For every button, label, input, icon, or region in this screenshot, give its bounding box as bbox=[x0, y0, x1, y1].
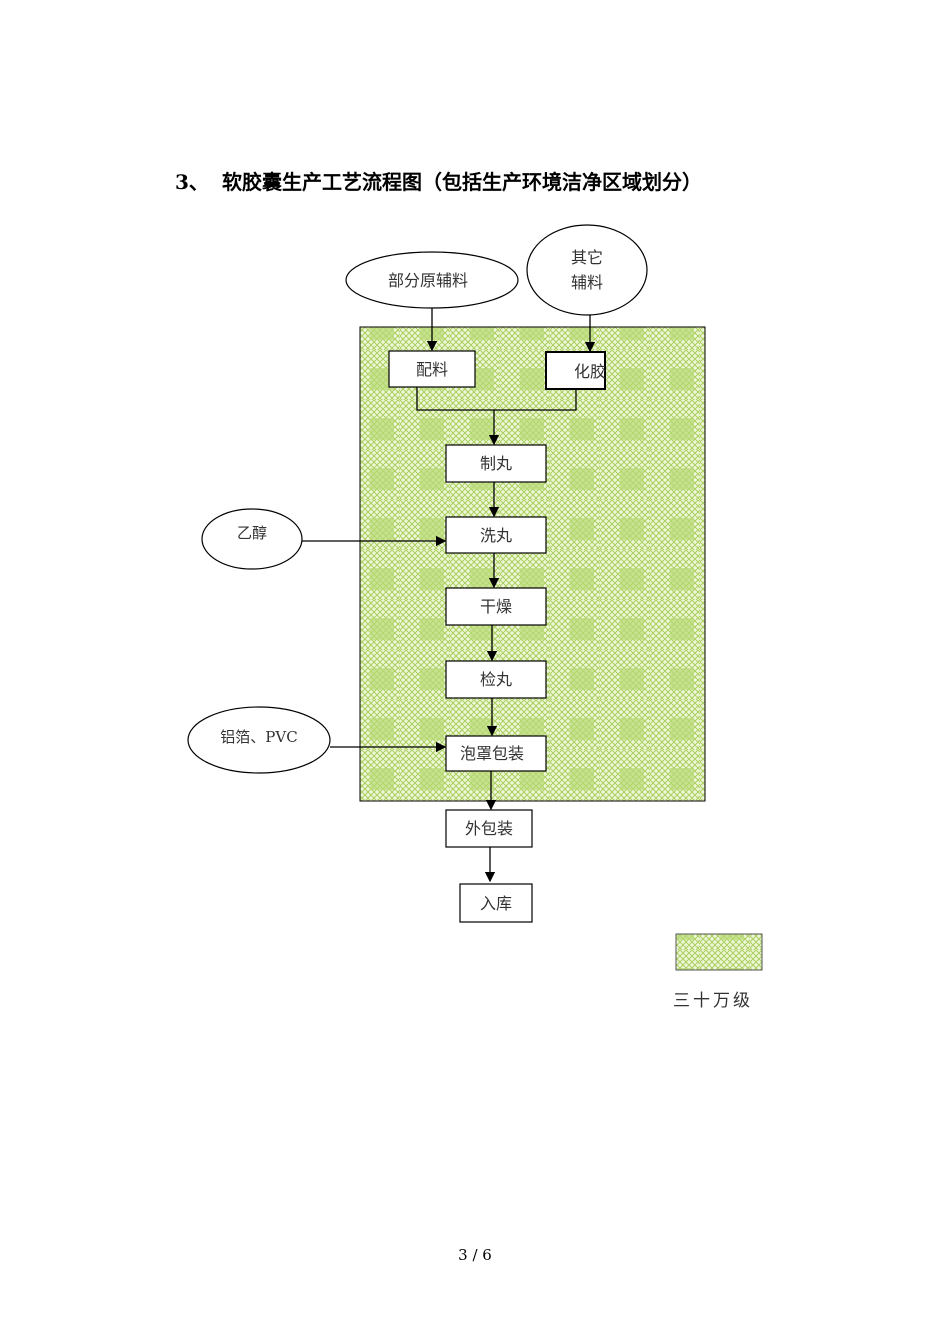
legend-swatch bbox=[675, 933, 763, 971]
step-warehouse bbox=[459, 883, 533, 923]
page-number: 3 / 6 bbox=[458, 1246, 492, 1264]
legend-label: 三十万级 bbox=[673, 991, 753, 1011]
label-blister: 泡罩包装 bbox=[460, 744, 524, 763]
label-washing: 洗丸 bbox=[480, 526, 512, 545]
label-foil-pvc: 铝箔、PVC bbox=[220, 728, 297, 746]
label-gelatin: 化胶 bbox=[574, 362, 606, 381]
step-washing bbox=[445, 516, 547, 554]
step-batching bbox=[388, 350, 476, 388]
section-number: 3、 bbox=[175, 170, 209, 194]
label-other-1: 其它 bbox=[571, 248, 603, 267]
input-foil-pvc bbox=[187, 706, 331, 774]
label-inspection: 检丸 bbox=[480, 670, 512, 689]
label-partial-materials: 部分原辅料 bbox=[388, 271, 468, 290]
label-pelleting: 制丸 bbox=[480, 454, 512, 473]
step-outer-pack bbox=[445, 809, 533, 848]
label-warehouse: 入库 bbox=[480, 894, 512, 913]
step-pelleting bbox=[445, 444, 547, 483]
label-other-2: 辅料 bbox=[571, 273, 603, 292]
section-title: 软胶囊生产工艺流程图（包括生产环境洁净区域划分） bbox=[222, 170, 702, 194]
label-outer-pack: 外包装 bbox=[465, 819, 513, 838]
step-drying bbox=[445, 587, 547, 626]
label-batching: 配料 bbox=[416, 360, 448, 379]
label-ethanol: 乙醇 bbox=[237, 524, 267, 542]
step-inspection bbox=[445, 660, 547, 699]
step-blister bbox=[445, 735, 547, 772]
label-drying: 干燥 bbox=[480, 597, 512, 616]
step-gelatin bbox=[545, 351, 606, 390]
input-other-materials bbox=[526, 224, 648, 316]
input-partial-materials bbox=[345, 251, 519, 309]
input-ethanol bbox=[201, 508, 303, 570]
clean-zone-area bbox=[359, 326, 706, 802]
